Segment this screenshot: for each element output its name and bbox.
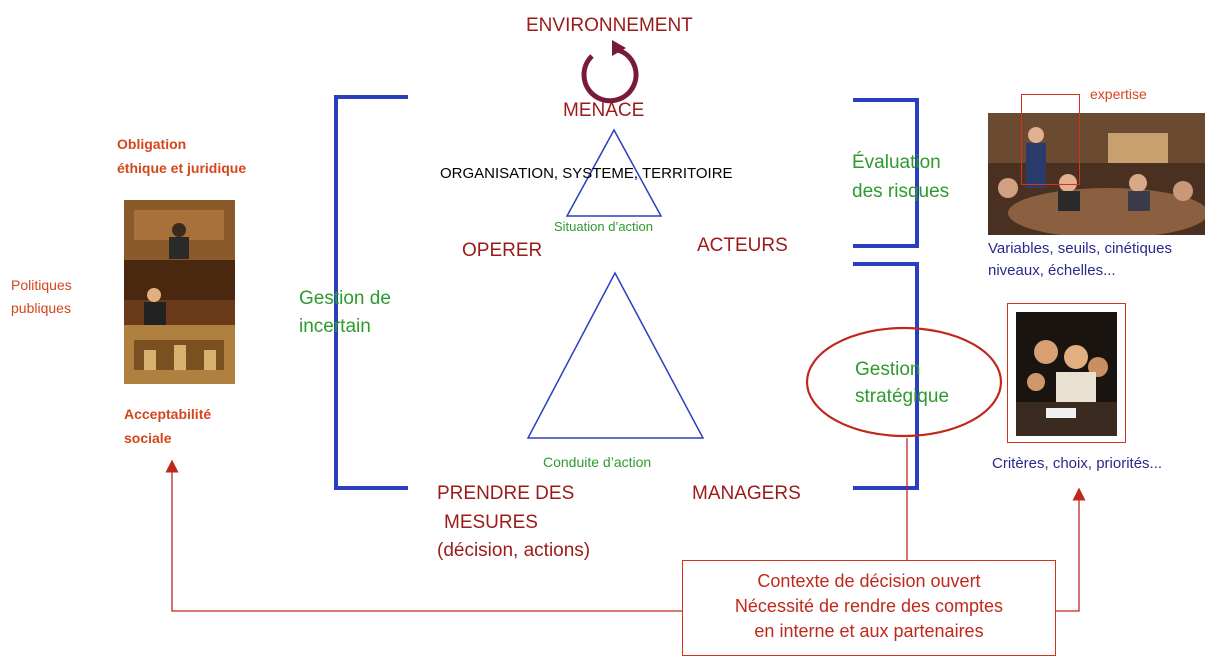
- prendre-line3: (décision, actions): [437, 540, 591, 561]
- acceptabilite-line2: sociale: [124, 430, 172, 446]
- variables-line1: Variables, seuils, cinétiques: [988, 240, 1172, 257]
- menace-label: MENACE: [563, 100, 645, 121]
- parliament-photo: [124, 200, 235, 384]
- conduite-action-label: Conduite d’action: [543, 454, 652, 470]
- obligation-line2: éthique et juridique: [117, 160, 247, 176]
- gestion-incertain-line2: incertain: [299, 316, 371, 337]
- group-photo: [1016, 312, 1117, 436]
- gestion-strategique-line1: Gestion: [855, 359, 921, 380]
- environment-label: ENVIRONNEMENT: [526, 15, 693, 36]
- operer-label: OPERER: [462, 240, 543, 261]
- contexte-line3: en interne et aux partenaires: [754, 621, 984, 641]
- left-bracket: [334, 95, 408, 490]
- gestion-incertain-line1: Gestion de: [299, 288, 391, 309]
- situation-action-label: Situation d’action: [554, 219, 654, 234]
- contexte-box: Contexte de décision ouvert Nécessité de…: [682, 560, 1056, 656]
- obligation-line1: Obligation: [117, 136, 187, 152]
- arrow-right-line: [1056, 487, 1086, 612]
- politiques-line1: Politiques: [11, 277, 72, 293]
- organisation-label: ORGANISATION, SYSTEME, TERRITOIRE: [440, 165, 733, 182]
- criteres-label: Critères, choix, priorités...: [992, 455, 1163, 472]
- contexte-line1: Contexte de décision ouvert: [757, 571, 981, 591]
- cycle-arrow-icon: [581, 47, 639, 104]
- acteurs-label: ACTEURS: [697, 235, 788, 256]
- variables-line2: niveaux, échelles...: [988, 262, 1116, 279]
- acceptabilite-line1: Acceptabilité: [124, 406, 212, 422]
- evaluation-line1: Évaluation: [852, 152, 941, 173]
- managers-label: MANAGERS: [692, 483, 801, 504]
- large-triangle: [526, 271, 705, 439]
- small-triangle: [565, 128, 663, 217]
- contexte-line2: Nécessité de rendre des comptes: [734, 596, 1004, 616]
- right-upper-bracket: [853, 98, 919, 248]
- expertise-label: expertise: [1090, 86, 1147, 102]
- prendre-line1: PRENDRE DES: [437, 483, 575, 504]
- politiques-line2: publiques: [11, 300, 71, 316]
- evaluation-line2: des risques: [852, 181, 950, 202]
- group-photo-frame: [1007, 303, 1126, 443]
- prendre-line2: MESURES: [444, 512, 538, 533]
- gestion-strategique-ellipse: [805, 326, 1003, 438]
- arrow-left-line: [165, 459, 682, 612]
- right-lower-bracket: [853, 262, 919, 490]
- expertise-highlight-box: [1021, 94, 1080, 185]
- meeting-photo: [988, 113, 1205, 235]
- gestion-strategique-line2: stratégique: [855, 386, 950, 407]
